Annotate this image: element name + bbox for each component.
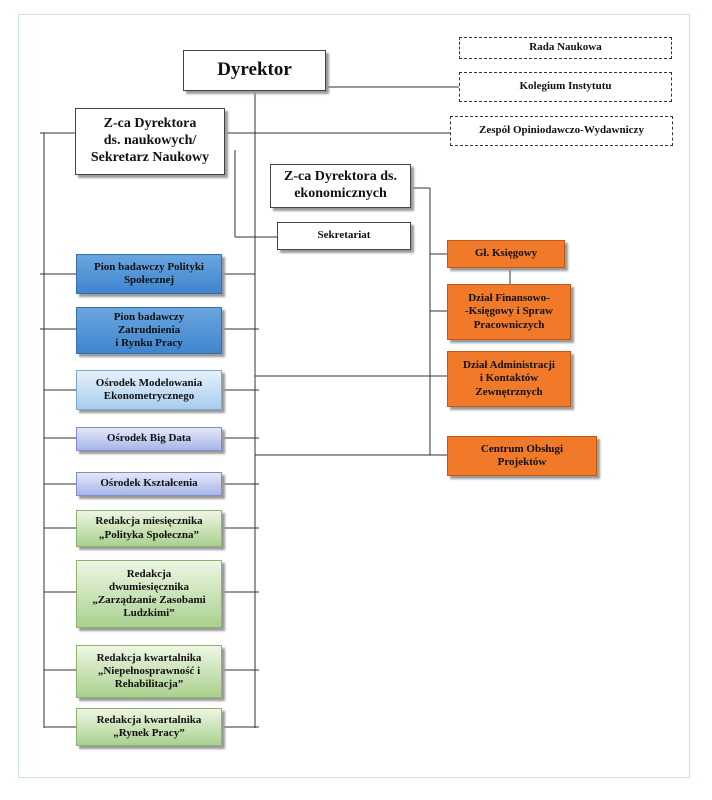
director-box: Dyrektor (183, 50, 326, 91)
diagram-frame (18, 14, 690, 778)
unit-osrodek-modelowania: Ośrodek Modelowania Ekonometrycznego (76, 370, 222, 410)
unit-redakcja-rynek-pracy: Redakcja kwartalnika „Rynek Pracy” (76, 708, 222, 746)
unit-redakcja-zzl: Redakcja dwumiesięcznika „Zarządzanie Za… (76, 560, 222, 628)
kolegium-box: Kolegium Instytutu (459, 72, 672, 102)
unit-redakcja-polityka: Redakcja miesięcznika „Polityka Społeczn… (76, 510, 222, 547)
rada-naukowa-box: Rada Naukowa (459, 37, 672, 59)
unit-pion-zatrudnienia: Pion badawczy Zatrudnienia i Rynku Pracy (76, 307, 222, 354)
sekretariat-box: Sekretariat (277, 222, 411, 250)
deputy-science-box: Z-ca Dyrektora ds. naukowych/ Sekretarz … (75, 108, 225, 175)
unit-osrodek-ksztalcenia: Ośrodek Kształcenia (76, 472, 222, 496)
unit-dzial-administracji: Dział Administracji i Kontaktów Zewnętrz… (447, 351, 571, 407)
unit-dzial-finansowy: Dział Finansowo- -Księgowy i Spraw Praco… (447, 284, 571, 340)
unit-pion-polityki: Pion badawczy Polityki Społecznej (76, 254, 222, 294)
unit-redakcja-niepelnosprawnosc: Redakcja kwartalnika „Niepełnosprawność … (76, 645, 222, 698)
unit-gl-ksiegowy: Gł. Księgowy (447, 240, 565, 268)
deputy-econ-box: Z-ca Dyrektora ds. ekonomicznych (270, 164, 411, 208)
zespol-box: Zespół Opiniodawczo-Wydawniczy (450, 116, 673, 146)
unit-osrodek-big-data: Ośrodek Big Data (76, 427, 222, 451)
unit-centrum-obslugi: Centrum Obsługi Projektów (447, 436, 597, 476)
